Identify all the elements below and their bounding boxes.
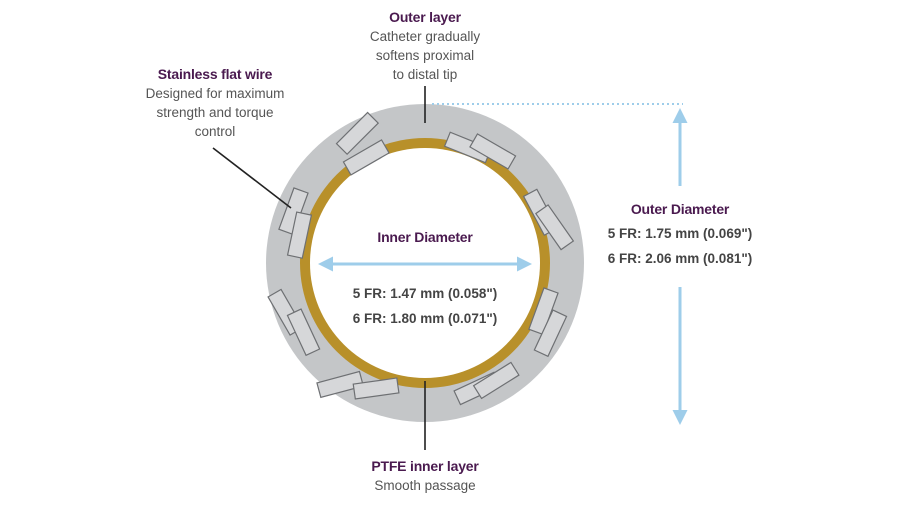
outer-layer-desc-line: to distal tip — [392, 67, 458, 82]
inner-diameter-values: 5 FR: 1.47 mm (0.058") 6 FR: 1.80 mm (0.… — [325, 281, 525, 331]
inner-diameter-title: Inner Diameter — [325, 228, 525, 247]
outer-diameter-value-6fr: 6 FR: 2.06 mm (0.081") — [607, 251, 753, 266]
outer-layer-title: Outer layer — [389, 9, 461, 25]
inner-diameter-value-6fr: 6 FR: 1.80 mm (0.071") — [352, 311, 498, 326]
flat-wire — [342, 139, 390, 176]
flat-wire-label: Stainless flat wire Designed for maximum… — [130, 65, 300, 141]
outer-layer-desc-line: softens proximal — [375, 48, 475, 63]
ptfe-layer-label: PTFE inner layer Smooth passage — [340, 457, 510, 495]
flat-wire — [352, 377, 400, 400]
flat-wire — [286, 211, 313, 259]
flat-wire-desc-line: control — [194, 124, 236, 139]
flat-wire-group — [267, 111, 575, 406]
flat-wire-leader-line — [212, 147, 292, 209]
flat-wire — [528, 287, 559, 336]
flat-wire — [469, 133, 517, 170]
inner-diameter-value-5fr: 5 FR: 1.47 mm (0.058") — [352, 286, 498, 301]
ptfe-layer-title: PTFE inner layer — [371, 458, 479, 474]
outer-diameter-label: Outer Diameter 5 FR: 1.75 mm (0.069") 6 … — [592, 200, 768, 271]
inner-diameter-title-text: Inner Diameter — [377, 229, 473, 245]
flat-wire-desc-line: strength and torque — [156, 105, 274, 120]
flat-wire — [286, 308, 321, 357]
outer-layer-desc-line: Catheter gradually — [369, 29, 481, 44]
outer-diameter-value-5fr: 5 FR: 1.75 mm (0.069") — [607, 226, 753, 241]
flat-wire — [472, 361, 520, 400]
outer-diameter-title: Outer Diameter — [630, 201, 730, 217]
flat-wire — [335, 111, 380, 156]
flat-wire — [533, 309, 568, 358]
ptfe-layer-desc: Smooth passage — [374, 478, 476, 493]
flat-wire — [316, 370, 365, 399]
outer-layer-label: Outer layer Catheter gradually softens p… — [340, 8, 510, 84]
flat-wire — [534, 204, 575, 251]
flat-wire-title: Stainless flat wire — [157, 66, 273, 82]
flat-wire-desc-line: Designed for maximum — [145, 86, 285, 101]
